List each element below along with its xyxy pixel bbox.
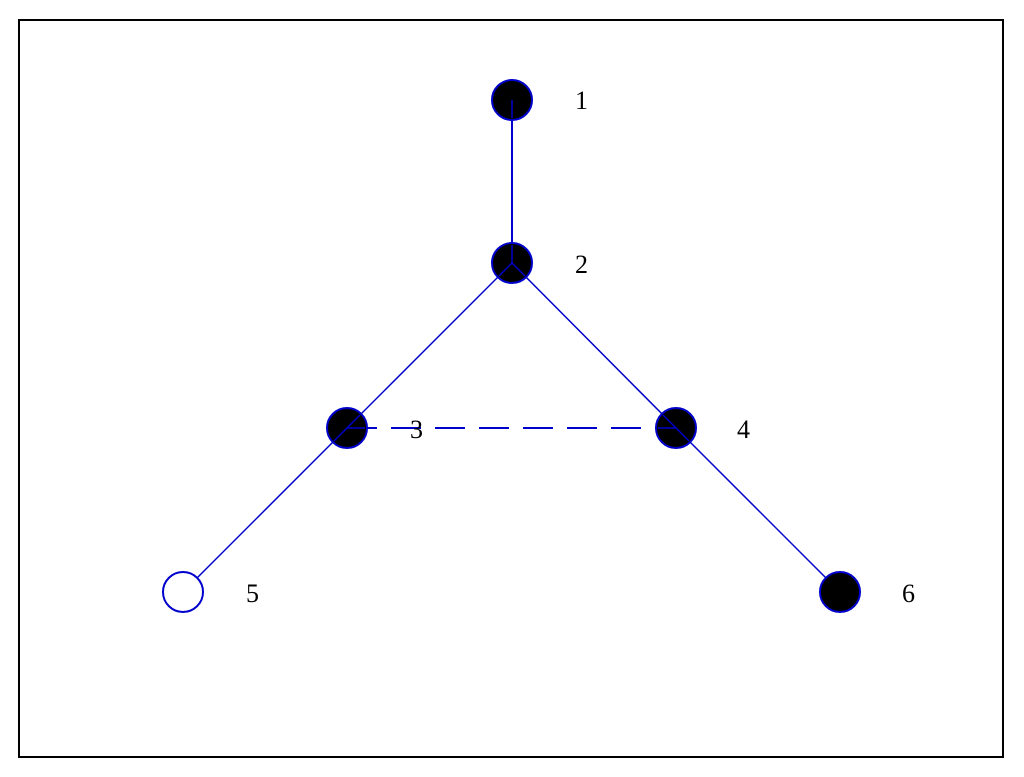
- spoke-node-3-ne: [346, 414, 361, 429]
- spoke-node-4-se: [675, 427, 690, 442]
- node-label-6: 6: [902, 579, 915, 608]
- edges-layer: [182, 100, 841, 593]
- spoke-node-4-nw: [662, 414, 677, 429]
- spoke-node-2-left: [498, 262, 513, 277]
- node-label-4: 4: [737, 415, 750, 444]
- node-label-1: 1: [575, 86, 588, 115]
- spoke-node-3-sw: [333, 427, 348, 442]
- spoke-node-2-right: [511, 262, 526, 277]
- node-label-3: 3: [410, 415, 423, 444]
- edge-2-3: [346, 262, 513, 429]
- node-label-2: 2: [575, 250, 588, 279]
- edge-3-5: [182, 427, 348, 593]
- edge-4-6: [675, 427, 841, 593]
- spokes-layer: [333, 100, 690, 442]
- node-5: [162, 571, 204, 613]
- labels-layer: 1 2 3 4 5 6: [246, 86, 915, 608]
- node-6: [819, 571, 861, 613]
- edge-2-4: [511, 262, 677, 429]
- node-label-5: 5: [246, 579, 259, 608]
